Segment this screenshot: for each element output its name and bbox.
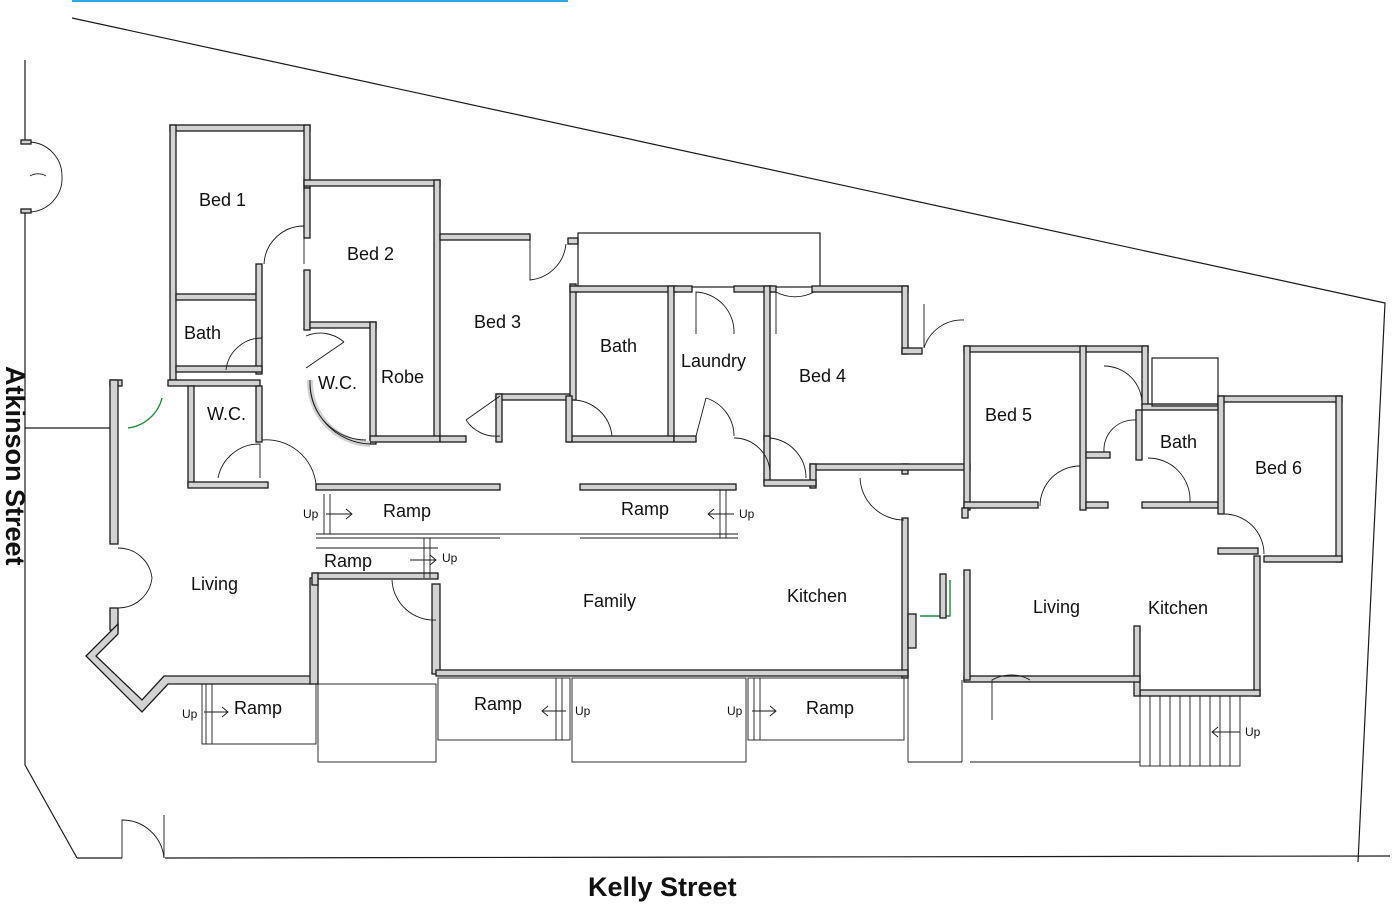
up-label-3: Up <box>442 551 458 565</box>
room-label-bath-3: Bath <box>1160 432 1197 452</box>
room-label-bed-5: Bed 5 <box>985 405 1032 425</box>
room-label-laundry: Laundry <box>681 351 746 371</box>
ramp-label-4: Ramp <box>234 698 282 718</box>
room-label-wc-2: W.C. <box>318 373 357 393</box>
room-label-kitchen-2: Kitchen <box>1148 598 1208 618</box>
ramp-label-6: Ramp <box>806 698 854 718</box>
room-label-bed-6: Bed 6 <box>1255 458 1302 478</box>
site-boundary <box>20 17 1391 863</box>
room-label-living-2: Living <box>1033 597 1080 617</box>
room-label-robe: Robe <box>381 367 424 387</box>
room-labels: Bed 1 Bed 2 Bed 3 Bed 4 Bed 5 Bed 6 Bath… <box>184 190 1302 618</box>
room-label-wc-1: W.C. <box>207 404 246 424</box>
walls-left-block <box>85 124 579 713</box>
ramp-label-1: Ramp <box>383 501 431 521</box>
up-label-6: Up <box>727 704 743 718</box>
street-label-atkinson: Atkinson Street <box>0 366 30 566</box>
room-label-bed-1: Bed 1 <box>199 190 246 210</box>
top-accent-line <box>72 0 568 2</box>
up-label-5: Up <box>575 704 591 718</box>
room-label-kitchen-1: Kitchen <box>787 586 847 606</box>
up-label-2: Up <box>739 507 755 521</box>
room-label-bath-1: Bath <box>184 323 221 343</box>
ramp-label-2: Ramp <box>621 499 669 519</box>
ramp-labels: Ramp Ramp Ramp Ramp Ramp Ramp <box>234 499 854 718</box>
room-label-bed-3: Bed 3 <box>474 312 521 332</box>
walls-middle-block <box>431 232 971 679</box>
ramps <box>201 490 1241 767</box>
walls-right-block <box>961 345 1343 697</box>
room-label-bath-2: Bath <box>600 336 637 356</box>
ramp-label-3: Ramp <box>324 551 372 571</box>
up-label-7: Up <box>1245 725 1261 739</box>
room-label-bed-2: Bed 2 <box>347 244 394 264</box>
doors <box>117 225 1265 720</box>
ramp-label-5: Ramp <box>474 694 522 714</box>
room-label-family: Family <box>583 591 636 611</box>
street-label-kelly: Kelly Street <box>588 872 737 902</box>
room-label-bed-4: Bed 4 <box>799 366 846 386</box>
up-labels: Up Up Up Up Up Up Up <box>182 507 1261 739</box>
up-label-4: Up <box>182 707 198 721</box>
up-label-1: Up <box>303 507 319 521</box>
room-label-living-1: Living <box>191 574 238 594</box>
